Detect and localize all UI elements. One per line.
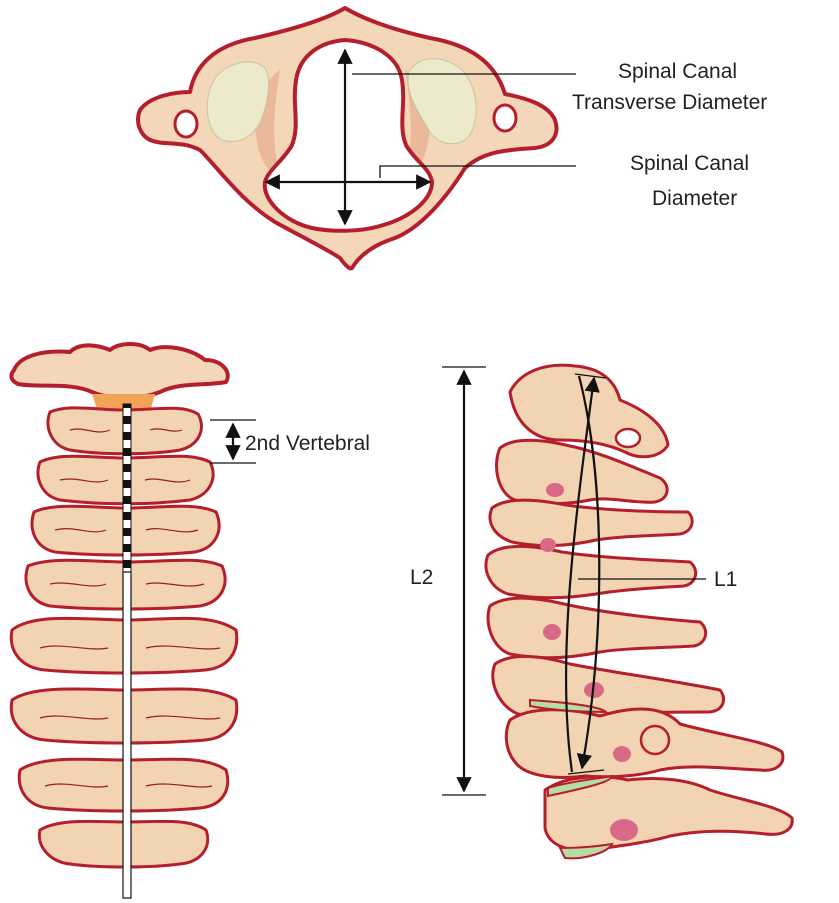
facet-left bbox=[206, 61, 270, 142]
label-canal-transverse-2: Transverse Diameter bbox=[572, 91, 767, 114]
frontal-spine bbox=[9, 342, 256, 899]
disc-6 bbox=[610, 819, 638, 841]
label-canal-diameter-1: Spinal Canal bbox=[630, 152, 749, 175]
label-l1: L1 bbox=[714, 568, 737, 591]
endplate-band-base bbox=[558, 842, 614, 860]
l1-curve-outer bbox=[564, 376, 600, 773]
lateral-c4 bbox=[484, 544, 698, 600]
lateral-c3 bbox=[488, 498, 694, 548]
l1-bottom-bar bbox=[567, 769, 605, 775]
facet-right bbox=[407, 58, 477, 145]
dens-marker bbox=[92, 394, 155, 412]
disc-5 bbox=[613, 746, 631, 762]
detail-lines bbox=[39, 428, 221, 788]
lateral-c7-foramen bbox=[639, 724, 671, 756]
label-canal-transverse-1: Spinal Canal bbox=[618, 60, 737, 83]
leader-diameter bbox=[379, 165, 576, 178]
label-canal-diameter-2: Diameter bbox=[652, 187, 737, 210]
disc-1 bbox=[546, 483, 564, 497]
disc-3 bbox=[543, 624, 561, 640]
l1-top-bar bbox=[574, 373, 607, 379]
endplate-band-lower bbox=[547, 774, 614, 798]
label-l2: L2 bbox=[410, 566, 433, 589]
ruler-rod bbox=[122, 571, 132, 899]
disc-2 bbox=[540, 538, 556, 552]
foramen-left bbox=[173, 109, 199, 139]
axial-vertebra bbox=[136, 6, 576, 271]
lateral-spine bbox=[442, 363, 794, 860]
endplate-band-upper bbox=[529, 698, 609, 714]
lateral-c6 bbox=[491, 654, 725, 721]
ruler-scale bbox=[122, 403, 132, 573]
foramen-right bbox=[492, 103, 518, 133]
l1-curve-inner bbox=[576, 375, 601, 770]
atlas-frontal bbox=[9, 342, 230, 400]
label-2nd-vertebral: 2nd Vertebral bbox=[245, 432, 370, 455]
lateral-foramen bbox=[614, 427, 642, 449]
